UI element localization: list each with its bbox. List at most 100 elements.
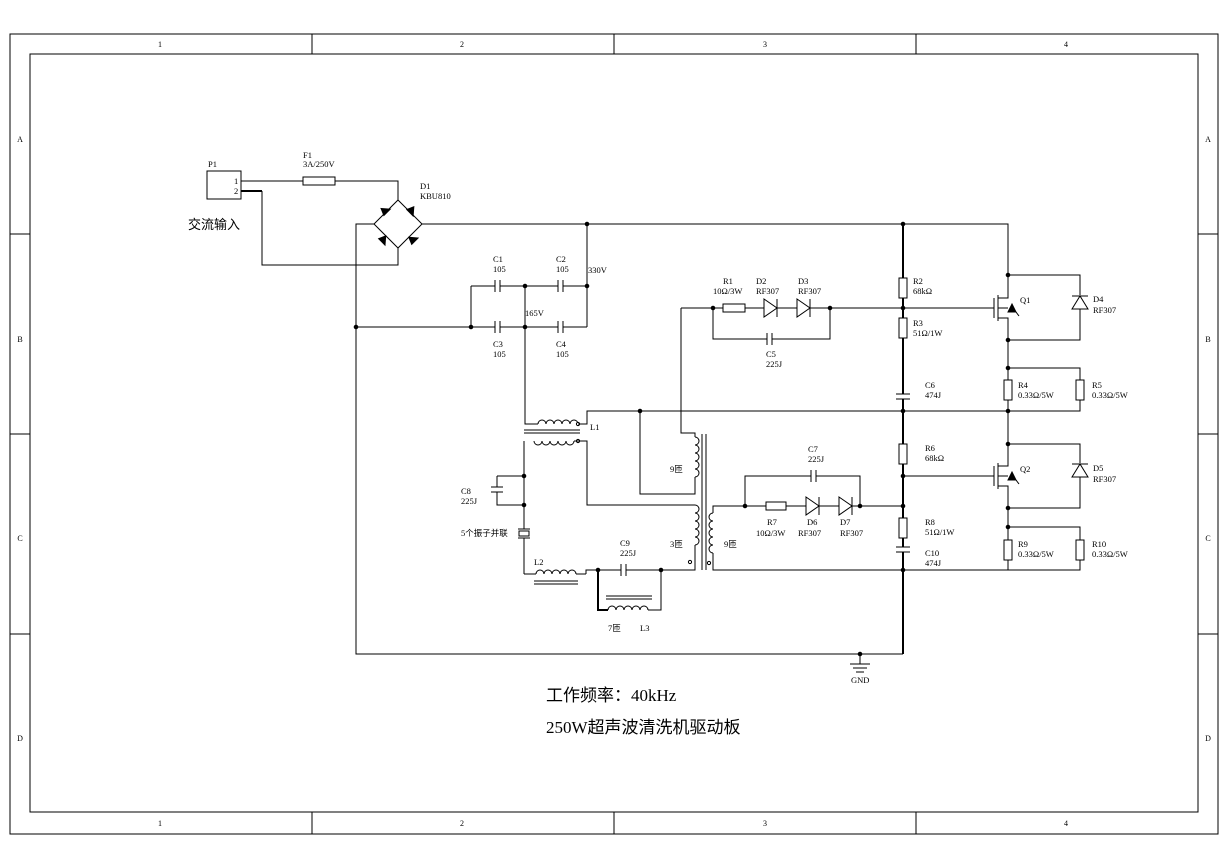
c5-value: 225J [766, 359, 783, 369]
diode-d5: D5 RF307 [1008, 443, 1116, 509]
zone-row-c-left: C [17, 534, 22, 543]
capacitor-c5: C5 225J [712, 308, 831, 369]
resistor-r1: R1 10Ω/3W [713, 276, 746, 313]
c3-value: 105 [493, 349, 506, 359]
zone-row-a-right: A [1205, 135, 1211, 144]
c10-ref: C10 [925, 548, 939, 558]
c3-ref: C3 [493, 339, 503, 349]
c6-value: 474J [925, 390, 942, 400]
bridge-rectifier-d1: D1 KBU810 [373, 181, 451, 249]
f1-value: 3A/250V [303, 159, 336, 169]
note-title: 250W超声波清洗机驱动板 [546, 718, 741, 737]
capacitor-c4: C4 105 [525, 321, 587, 359]
r8-value: 51Ω/1W [925, 527, 954, 537]
r5-ref: R5 [1092, 380, 1102, 390]
zone-row-a-left: A [17, 135, 23, 144]
c2-value: 105 [556, 264, 569, 274]
diode-d7: D7 RF307 [838, 496, 863, 538]
transducer-x1: 5个振子并联 [461, 505, 530, 574]
d6-ref: D6 [807, 517, 817, 527]
c6-ref: C6 [925, 380, 935, 390]
zone-row-b-left: B [17, 335, 22, 344]
drawing-frame: 1 2 3 4 1 2 3 4 A B C D A B C D [9, 33, 1219, 835]
inductor-l1: L1 [524, 419, 599, 446]
zone-col-1-bottom: 1 [158, 819, 162, 828]
diode-d4: D4 RF307 [1008, 274, 1116, 341]
capacitor-c1: C1 105 [471, 254, 525, 292]
resistor-r8: R8 51Ω/1W [898, 517, 954, 539]
zone-col-3-bottom: 3 [763, 819, 767, 828]
r9-value: 0.33Ω/5W [1018, 549, 1054, 559]
r2-ref: R2 [913, 276, 923, 286]
zone-row-d-right: D [1205, 734, 1211, 743]
zone-col-3-top: 3 [763, 40, 767, 49]
r1-value: 10Ω/3W [713, 286, 742, 296]
d3-value: RF307 [798, 286, 821, 296]
diode-d6: D6 RF307 [798, 496, 821, 538]
diode-d2: D2 RF307 [756, 276, 779, 318]
r8-ref: R8 [925, 517, 935, 527]
d5-ref: D5 [1093, 463, 1103, 473]
diode-d3: D3 RF307 [796, 276, 821, 318]
c4-value: 105 [556, 349, 569, 359]
c8-value: 225J [461, 496, 478, 506]
resistor-r9: R9 0.33Ω/5W [1003, 539, 1054, 561]
net-165v-label: 165V [525, 308, 545, 318]
l2-ref: L2 [534, 557, 543, 567]
q2-ref: Q2 [1020, 464, 1030, 474]
resistor-r3: R3 51Ω/1W [898, 317, 942, 339]
t1-drive-turns: 3匝 [670, 539, 683, 549]
d1-value: KBU810 [420, 191, 451, 201]
r4-ref: R4 [1018, 380, 1029, 390]
r4-value: 0.33Ω/5W [1018, 390, 1054, 400]
c10-value: 474J [925, 558, 942, 568]
p1-pin1: 1 [234, 176, 238, 186]
c8-ref: C8 [461, 486, 471, 496]
zone-col-1-top: 1 [158, 40, 162, 49]
q1-ref: Q1 [1020, 295, 1030, 305]
l3-turns: 7匝 [608, 623, 621, 633]
r3-ref: R3 [913, 318, 923, 328]
r1-ref: R1 [723, 276, 733, 286]
capacitor-c7: C7 225J [744, 444, 861, 506]
x1-caption: 5个振子并联 [461, 528, 508, 538]
resistor-r4: R4 0.33Ω/5W [1003, 379, 1054, 401]
p1-ref: P1 [208, 159, 217, 169]
d3-ref: D3 [798, 276, 808, 286]
resistor-r2: R2 68kΩ [898, 276, 932, 299]
f1-ref: F1 [303, 150, 312, 160]
p1-caption: 交流输入 [188, 217, 240, 232]
capacitor-c2: C2 105 [525, 254, 587, 292]
r6-ref: R6 [925, 443, 935, 453]
inductor-l3: 7匝 L3 [597, 570, 662, 633]
connector-p1: P1 1 2 交流输入 [188, 159, 242, 232]
zone-row-b-right: B [1205, 335, 1210, 344]
transformer-t1: 9匝 3匝 9匝 [670, 434, 737, 570]
d2-ref: D2 [756, 276, 766, 286]
resistor-r7: R7 10Ω/3W [756, 501, 787, 538]
d6-value: RF307 [798, 528, 821, 538]
c9-value: 225J [620, 548, 637, 558]
capacitor-c9: C9 225J [598, 538, 661, 576]
r2-value: 68kΩ [913, 286, 932, 296]
capacitor-c3: C3 105 [356, 321, 525, 359]
c9-ref: C9 [620, 538, 630, 548]
d5-value: RF307 [1093, 474, 1116, 484]
gnd-label: GND [851, 675, 869, 685]
t1-lower-turns: 9匝 [724, 539, 737, 549]
ground-symbol: GND [850, 651, 903, 685]
c1-ref: C1 [493, 254, 503, 264]
r9-ref: R9 [1018, 539, 1028, 549]
r10-ref: R10 [1092, 539, 1106, 549]
resistor-r5: R5 0.33Ω/5W [1075, 379, 1128, 401]
zone-row-d-left: D [17, 734, 23, 743]
c5-ref: C5 [766, 349, 776, 359]
d2-value: RF307 [756, 286, 779, 296]
fuse-f1: F1 3A/250V [302, 150, 336, 186]
p1-pin2: 2 [234, 186, 238, 196]
mosfet-q1: Q1 [993, 275, 1030, 340]
d7-ref: D7 [840, 517, 850, 527]
c4-ref: C4 [556, 339, 567, 349]
c1-value: 105 [493, 264, 506, 274]
resistor-r6: R6 68kΩ [898, 443, 944, 465]
